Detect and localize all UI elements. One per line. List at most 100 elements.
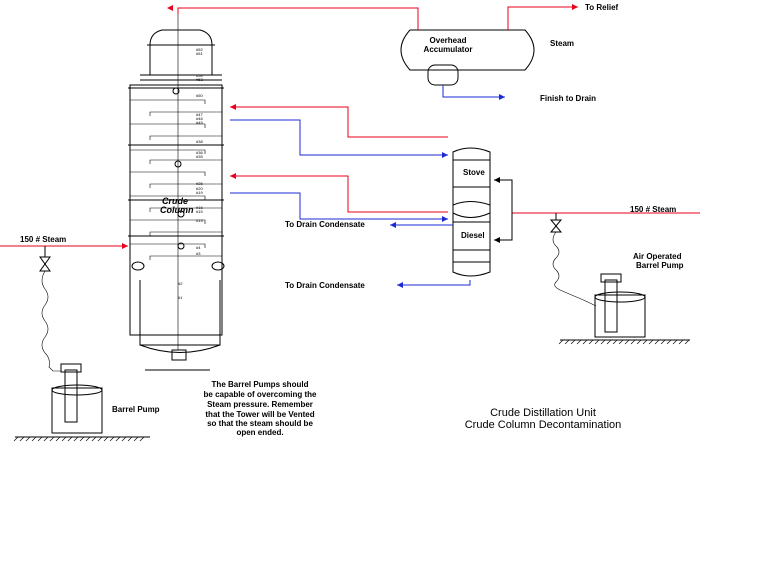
tray-label: #19 bbox=[196, 190, 203, 195]
crude-column-label-2: Column bbox=[160, 205, 194, 215]
barrel-pump-label: Barrel Pump bbox=[112, 405, 160, 414]
ground-hatch-line bbox=[558, 339, 564, 345]
ground-hatch-line bbox=[25, 436, 31, 442]
ground-hatch-line bbox=[49, 436, 55, 442]
left-pump bbox=[64, 369, 78, 423]
note-line-3: Steam pressure. Remember bbox=[207, 400, 313, 409]
column-trays bbox=[128, 87, 224, 260]
ground-hatch-line bbox=[37, 436, 43, 442]
side-nozzle-left bbox=[131, 261, 145, 271]
stove-vapor-line bbox=[230, 106, 448, 138]
title-line-1: Crude Distillation Unit bbox=[490, 407, 596, 419]
left-steam-hose bbox=[41, 270, 61, 372]
tray-label: #36 bbox=[196, 150, 203, 155]
ground-hatch-line bbox=[139, 436, 145, 442]
column-top-section bbox=[149, 44, 213, 76]
tray bbox=[130, 123, 206, 128]
accumulator-label-1: Overhead bbox=[430, 36, 467, 45]
stove-label: Stove bbox=[463, 168, 485, 177]
ground-hatch-line bbox=[684, 339, 690, 345]
note-line-5: so that the steam should be bbox=[207, 419, 313, 428]
ground-hatch-line bbox=[600, 339, 606, 345]
right-valve-bottom bbox=[549, 225, 563, 233]
left-valve-top bbox=[39, 256, 51, 265]
steam-label-top: Steam bbox=[550, 39, 574, 48]
ground-hatch-line bbox=[31, 436, 37, 442]
nozzle-bottom bbox=[177, 242, 185, 250]
ground-hatch-line bbox=[648, 339, 654, 345]
tray-label: #13 bbox=[196, 218, 203, 223]
air-operated-label-1: Air Operated bbox=[633, 252, 682, 261]
column-bottom bbox=[139, 280, 221, 353]
ground-hatch-line bbox=[61, 436, 67, 442]
drain-condensate-line-2 bbox=[397, 280, 471, 286]
arrow-drain-2 bbox=[397, 282, 403, 288]
tray-label: #38 bbox=[196, 139, 203, 144]
steam-150-right-label: 150 # Steam bbox=[630, 205, 676, 214]
diesel-steam-line bbox=[494, 213, 513, 241]
tray-label: #47 bbox=[196, 112, 203, 117]
tray bbox=[149, 255, 222, 260]
tray-label: #51 bbox=[196, 51, 203, 56]
drain-condensate-label-2: To Drain Condensate bbox=[285, 281, 365, 290]
stripper-divider-2 bbox=[452, 212, 491, 218]
left-pump-head bbox=[60, 363, 82, 373]
accumulator-boot bbox=[427, 64, 459, 86]
tray bbox=[130, 219, 206, 224]
right-ground-hatch bbox=[558, 339, 690, 345]
tray bbox=[149, 159, 222, 164]
ground-hatch-line bbox=[654, 339, 660, 345]
arrow-stove-steam bbox=[494, 177, 500, 183]
ground-hatch-line bbox=[618, 339, 624, 345]
arrow-diesel-vapor bbox=[230, 173, 236, 179]
left-valve-bottom bbox=[39, 263, 51, 272]
tray-label: #50 bbox=[196, 93, 203, 98]
stripper-divider-1 bbox=[452, 201, 491, 206]
ground-hatch-line bbox=[115, 436, 121, 442]
note-block: The Barrel Pumps should be capable of ov… bbox=[204, 380, 317, 437]
left-ground-hatch bbox=[13, 436, 145, 442]
ground-hatch-line bbox=[594, 339, 600, 345]
tray-label: #46 bbox=[196, 116, 203, 121]
ground-hatch-line bbox=[666, 339, 672, 345]
stripper-shell bbox=[452, 147, 491, 277]
tray-label: #4 bbox=[196, 245, 201, 250]
tray bbox=[149, 183, 222, 188]
tray bbox=[149, 135, 222, 140]
right-pump bbox=[604, 279, 618, 333]
note-line-2: be capable of overcoming the bbox=[204, 390, 317, 399]
ground-hatch-line bbox=[43, 436, 49, 442]
arrow-relief bbox=[572, 4, 578, 10]
finish-drain-line bbox=[442, 85, 505, 98]
arrow-diesel-draw bbox=[442, 216, 448, 222]
ground-hatch-line bbox=[67, 436, 73, 442]
crude-column: #52#51#54#53#50#47#46#45#38#36#35#25#20#… bbox=[128, 12, 225, 371]
tray-label: #25 bbox=[196, 181, 203, 186]
nozzle-lower bbox=[177, 210, 185, 218]
tray bbox=[130, 171, 206, 176]
finish-to-drain-label: Finish to Drain bbox=[540, 94, 596, 103]
tray bbox=[149, 207, 222, 212]
ground-hatch-line bbox=[606, 339, 612, 345]
ground-hatch-line bbox=[97, 436, 103, 442]
ground-hatch-line bbox=[13, 436, 19, 442]
ground-hatch-line bbox=[636, 339, 642, 345]
overhead-accumulator: Overhead Accumulator Steam bbox=[400, 29, 574, 86]
nozzle-mid bbox=[174, 160, 182, 168]
tray-label: #16 bbox=[196, 205, 203, 210]
note-line-4: that the Tower will be Vented bbox=[205, 410, 314, 419]
ground-hatch-line bbox=[103, 436, 109, 442]
right-barrel-pump-assembly: Air Operated Barrel Pump bbox=[549, 213, 690, 345]
diesel-draw-line bbox=[230, 192, 448, 220]
title-line-2: Crude Column Decontamination bbox=[465, 419, 622, 431]
accumulator-label-2: Accumulator bbox=[424, 45, 473, 54]
tray-label: #52 bbox=[196, 47, 203, 52]
diesel-label: Diesel bbox=[461, 231, 485, 240]
right-barrel-top bbox=[594, 291, 646, 303]
left-barrel-pump-assembly: Barrel Pump bbox=[13, 246, 160, 442]
ground-hatch-line bbox=[19, 436, 25, 442]
ground-hatch-line bbox=[642, 339, 648, 345]
tray bbox=[130, 195, 206, 200]
